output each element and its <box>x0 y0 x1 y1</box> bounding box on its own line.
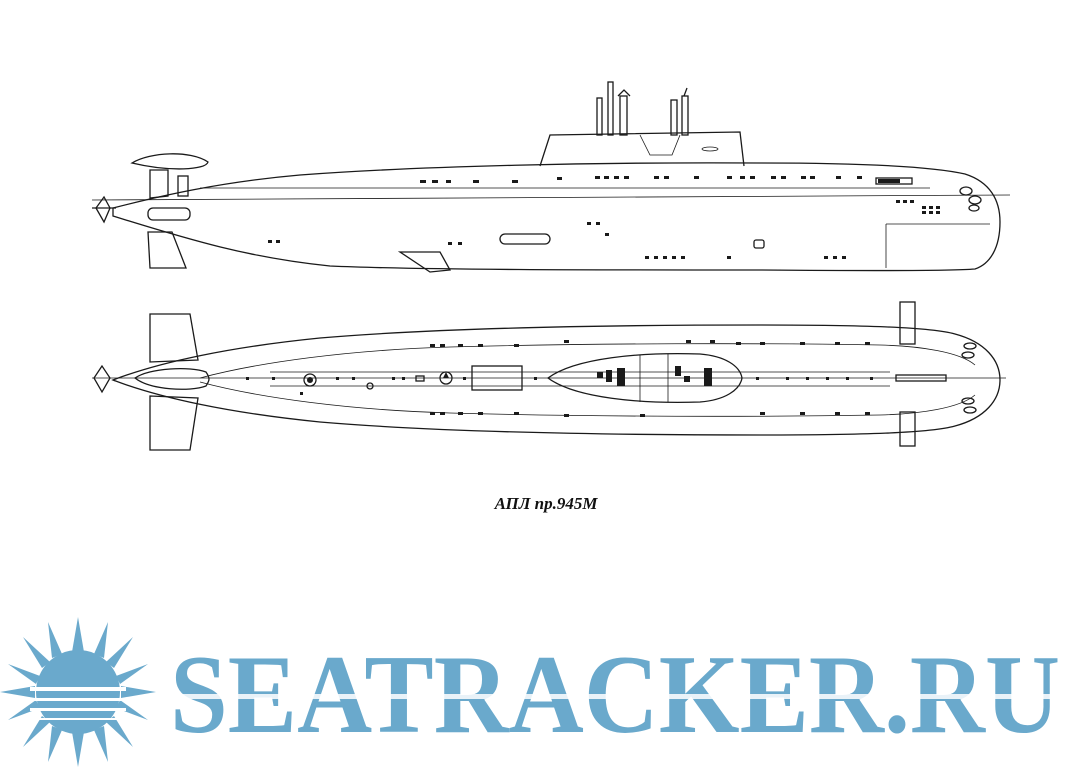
top-detail-marks <box>246 340 873 417</box>
drawing-caption: АПЛ пр.945М <box>494 494 598 513</box>
submarine-side-view <box>91 81 1011 273</box>
side-detail-marks <box>268 176 940 259</box>
logo-wordmark: SEATRACKER.RU <box>170 633 1060 757</box>
sun-over-water-icon <box>0 617 156 767</box>
seatracker-logo[interactable]: SEATRACKER.RU <box>0 612 1080 773</box>
submarine-top-view <box>92 301 1006 451</box>
